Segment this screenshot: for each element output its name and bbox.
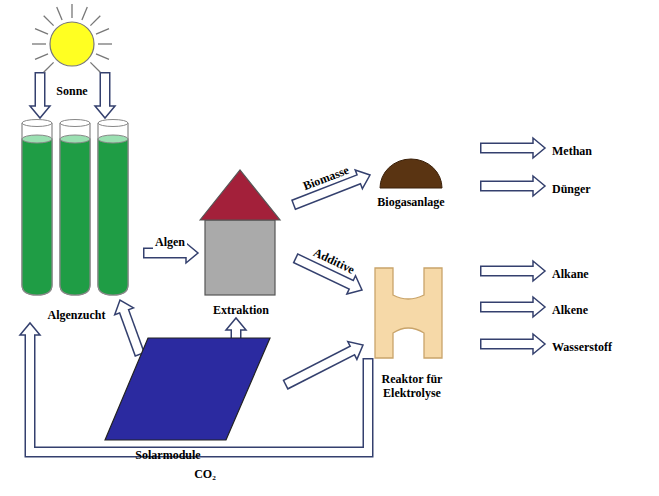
- algae-culture: [60, 139, 90, 295]
- arrow-shaft-fill: [145, 249, 189, 257]
- edge-label: Algen: [153, 235, 187, 249]
- product-label: Methan: [552, 140, 596, 156]
- text-holder: Solarmodule: [128, 445, 208, 463]
- arrow-shaft-fill: [286, 350, 354, 385]
- culture-surface: [60, 135, 90, 143]
- algae-culture: [22, 139, 52, 295]
- arrow-shaft-fill: [482, 340, 536, 348]
- sun-ray: [82, 7, 87, 20]
- biogas-plant: Biogasanlage: [370, 155, 452, 209]
- sun-ray: [32, 43, 46, 44]
- node-label: Alkane: [552, 267, 589, 281]
- arrow-shaft-fill: [123, 309, 139, 353]
- reactor-shape: [375, 268, 442, 358]
- house-body: [205, 220, 275, 295]
- arrow-shaft-fill: [36, 74, 44, 109]
- node-label: Sonne: [56, 84, 87, 98]
- sun-ray: [44, 62, 54, 72]
- flow-arrow: [95, 72, 115, 118]
- node-label: Algenzucht: [48, 308, 106, 322]
- arrow-shaft-fill: [482, 267, 536, 275]
- arrow-shaft-fill: [482, 144, 536, 152]
- node-label: Reaktor für Elektrolyse: [372, 372, 452, 400]
- culture-surface: [98, 135, 128, 143]
- sun-ray: [96, 54, 109, 59]
- sun-ray: [35, 29, 48, 34]
- tube-rim: [60, 120, 90, 127]
- text-holder: Extraktion: [198, 300, 284, 318]
- extraction-house-drawing: [198, 165, 284, 315]
- text-holder: Algenzucht: [14, 305, 139, 323]
- arrow-shaft-fill: [482, 182, 536, 190]
- culture-surface: [22, 135, 52, 143]
- extraction-house: Extraktion: [198, 165, 284, 315]
- tube-glass: [22, 123, 52, 295]
- flow-arrow: [480, 176, 545, 196]
- flow-arrow: [480, 138, 545, 158]
- text-holder: Alkane: [552, 264, 589, 282]
- algae-culture: [98, 139, 128, 295]
- node-label: Extraktion: [213, 303, 269, 317]
- sun-ray: [90, 62, 100, 72]
- product-label: Wasserstoff: [552, 336, 616, 352]
- tube-glass: [98, 123, 128, 295]
- sun-ray: [44, 16, 54, 26]
- house-roof: [200, 170, 280, 220]
- algae-tubes: Algenzucht: [14, 118, 139, 323]
- edge-label: CO₂: [192, 467, 218, 481]
- flow-arrow: [30, 72, 50, 118]
- sun-drawing: [22, 3, 122, 97]
- flow-arrow: [480, 334, 545, 354]
- tube-rim: [22, 120, 52, 127]
- algae-tubes-drawing: [14, 118, 139, 323]
- sun-disc: [50, 22, 94, 66]
- node-label: Solarmodule: [135, 448, 200, 462]
- flow-arrow: [480, 261, 545, 281]
- solar-modules-drawing: [98, 335, 276, 463]
- node-label: Dünger: [552, 182, 591, 196]
- node-label: Wasserstoff: [552, 340, 612, 354]
- text-holder: Dünger: [552, 179, 591, 197]
- electrolysis-reactor: Reaktor für Elektrolyse: [365, 265, 459, 401]
- product-label: Alkene: [552, 299, 592, 315]
- text-holder: Methan: [552, 141, 592, 159]
- tube-glass: [60, 123, 90, 295]
- sun-ray: [71, 4, 72, 18]
- arrow-shaft-outline: [30, 335, 368, 452]
- flow-arrow: [480, 297, 545, 317]
- sun-ray: [35, 54, 48, 59]
- solar-panel: [105, 338, 270, 440]
- text-holder: Wasserstoff: [552, 337, 612, 355]
- text-holder: Sonne: [22, 81, 122, 99]
- sun-ray: [98, 43, 112, 44]
- text-holder: Biogasanlage: [360, 192, 462, 210]
- tube-rim: [98, 120, 128, 127]
- node-label: Methan: [552, 144, 592, 158]
- node-label: Alkene: [552, 303, 588, 317]
- product-label: Dünger: [552, 178, 595, 194]
- solar-modules: Solarmodule: [98, 335, 276, 463]
- sun-ray: [57, 7, 62, 20]
- arrow-shaft-fill: [482, 303, 536, 311]
- flow-arrow: [115, 300, 140, 355]
- flow-arrow: [285, 342, 363, 385]
- arrow-shaft-fill: [30, 333, 368, 452]
- sun-ray: [96, 29, 109, 34]
- text-holder: Reaktor für Elektrolyse: [372, 372, 452, 401]
- arrow-shaft-fill: [101, 74, 109, 109]
- text-holder: Alkene: [552, 300, 588, 318]
- biogas-dome: [380, 159, 442, 188]
- node-label: Biogasanlage: [377, 195, 444, 209]
- sun: Sonne: [22, 3, 122, 97]
- sun-ray: [90, 16, 100, 26]
- flow-arrow: [20, 323, 368, 452]
- product-label: Alkane: [552, 263, 593, 279]
